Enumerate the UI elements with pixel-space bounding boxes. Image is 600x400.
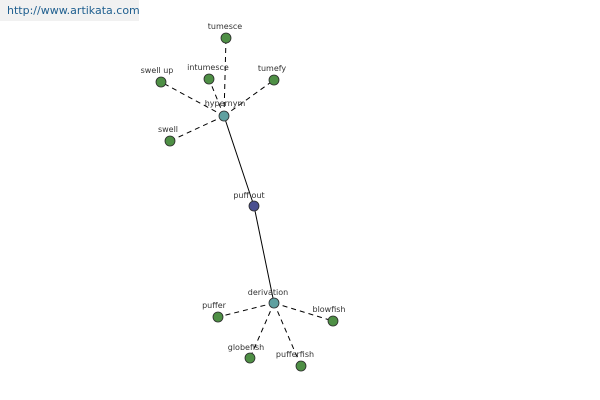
node-label-intumesce: intumesce xyxy=(187,63,229,72)
node-dot-derivation[interactable] xyxy=(268,297,280,309)
node-puff-out[interactable]: puff out xyxy=(233,191,265,212)
node-globefish[interactable]: globefish xyxy=(228,343,264,364)
node-pufferfish[interactable]: pufferfish xyxy=(276,350,314,372)
edge-derivation-puffer xyxy=(217,302,275,318)
node-dot-tumesce[interactable] xyxy=(220,32,232,44)
node-intumesce[interactable]: intumesce xyxy=(187,63,229,85)
node-dot-swell[interactable] xyxy=(164,135,176,147)
edge-derivation-globefish xyxy=(249,302,275,359)
edge-hypernym-tumesce xyxy=(223,37,227,117)
node-dot-swell-up[interactable] xyxy=(155,76,167,88)
nodes-layer: puff out hypernym derivation tumesce intumes… xyxy=(141,22,346,372)
node-label-tumefy: tumefy xyxy=(258,64,287,73)
node-dot-blowfish[interactable] xyxy=(327,315,339,327)
node-dot-puff-out[interactable] xyxy=(248,200,260,212)
node-label-derivation: derivation xyxy=(248,288,288,297)
node-label-hypernym: hypernym xyxy=(205,99,246,108)
edge-hypernym-swell xyxy=(169,115,225,142)
node-tumesce[interactable]: tumesce xyxy=(208,22,242,44)
edge-derivation-blowfish xyxy=(273,302,334,322)
node-tumefy[interactable]: tumefy xyxy=(258,64,287,86)
node-dot-intumesce[interactable] xyxy=(203,73,215,85)
edge-puff-out-hypernym xyxy=(223,115,255,207)
node-dot-globefish[interactable] xyxy=(244,352,256,364)
node-label-globefish: globefish xyxy=(228,343,264,352)
node-label-puff-out: puff out xyxy=(233,191,264,200)
edges-layer xyxy=(160,37,334,367)
node-hypernym[interactable]: hypernym xyxy=(205,99,246,122)
edge-hypernym-intumesce xyxy=(208,78,225,117)
node-label-tumesce: tumesce xyxy=(208,22,242,31)
node-swell-up[interactable]: swell up xyxy=(141,66,174,88)
node-label-swell-up: swell up xyxy=(141,66,174,75)
node-derivation[interactable]: derivation xyxy=(248,288,288,309)
node-label-blowfish: blowfish xyxy=(312,305,345,314)
edge-puff-out-derivation xyxy=(253,205,275,304)
edge-derivation-pufferfish xyxy=(273,302,302,367)
node-dot-pufferfish[interactable] xyxy=(295,360,307,372)
node-dot-hypernym[interactable] xyxy=(218,110,230,122)
node-label-puffer: puffer xyxy=(202,301,227,310)
node-label-swell: swell xyxy=(158,125,178,134)
edge-hypernym-tumefy xyxy=(223,79,275,117)
site-url-watermark: http://www.artikata.com xyxy=(0,0,140,21)
node-dot-tumefy[interactable] xyxy=(268,74,280,86)
node-puffer[interactable]: puffer xyxy=(202,301,227,323)
edge-hypernym-swell-up xyxy=(160,81,225,117)
node-dot-puffer[interactable] xyxy=(212,311,224,323)
node-label-pufferfish: pufferfish xyxy=(276,350,314,359)
node-blowfish[interactable]: blowfish xyxy=(312,305,346,327)
node-swell[interactable]: swell xyxy=(158,125,178,147)
